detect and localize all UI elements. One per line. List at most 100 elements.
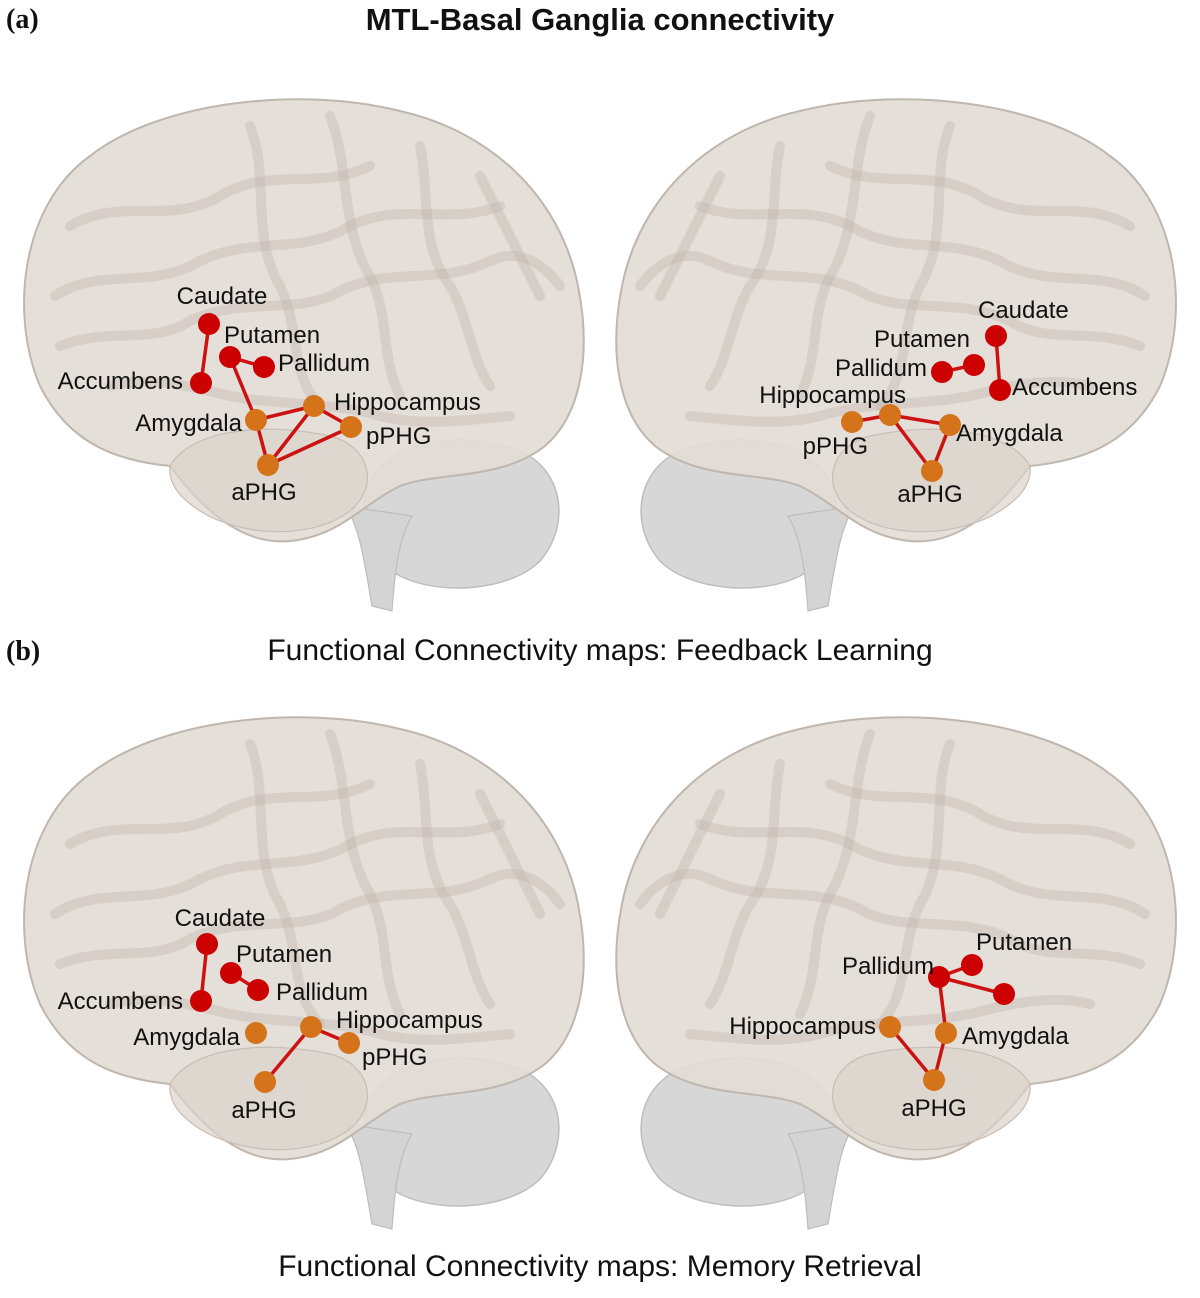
gyrus-fold xyxy=(695,819,1150,919)
brain-outline xyxy=(615,98,1177,612)
gyrus-fold xyxy=(705,141,785,391)
node-accumbens xyxy=(989,379,1011,401)
node-aphg xyxy=(257,454,279,476)
label-hippocampus: Hippocampus xyxy=(336,1007,483,1034)
edge-pphg-aphg xyxy=(267,425,352,467)
gyrus-fold xyxy=(875,739,955,1029)
node-accumbens xyxy=(993,983,1015,1005)
node-putamen xyxy=(219,346,241,368)
brain-outline xyxy=(23,98,585,612)
gyrus-fold xyxy=(795,729,875,1019)
label-putamen: Putamen xyxy=(224,322,320,349)
temporal-lobe-shape xyxy=(169,428,368,533)
label-putamen: Putamen xyxy=(976,929,1072,956)
gyrus-fold xyxy=(50,819,505,919)
edge-pallidum-accumbens xyxy=(938,975,1005,996)
label-amygdala: Amygdala xyxy=(135,410,242,437)
brain-outline xyxy=(615,716,1177,1230)
gyrus-fold xyxy=(635,250,1145,351)
label-accumbens: Accumbens xyxy=(58,988,183,1015)
gyrus-fold xyxy=(475,789,545,919)
label-pphg: pPHG xyxy=(803,433,868,460)
gyrus-fold xyxy=(245,121,325,411)
gyrus-fold xyxy=(245,739,325,1029)
label-pallidum: Pallidum xyxy=(276,979,368,1006)
panel-b-title: Functional Connectivity maps: Feedback L… xyxy=(267,634,933,667)
node-amygdala xyxy=(935,1022,957,1044)
gyrus-fold xyxy=(65,779,375,849)
brain-right-feedback: CaudatePutamenPallidumAccumbensHippocamp… xyxy=(615,98,1177,612)
node-amygdala xyxy=(939,414,961,436)
label-amygdala: Amygdala xyxy=(133,1024,240,1051)
label-putamen: Putamen xyxy=(236,941,332,968)
gyrus-fold xyxy=(825,779,1135,849)
label-hippocampus: Hippocampus xyxy=(334,389,481,416)
node-caudate xyxy=(985,325,1007,347)
node-aphg xyxy=(921,460,943,482)
label-pphg: pPHG xyxy=(362,1044,427,1071)
node-putamen xyxy=(961,954,983,976)
node-accumbens xyxy=(190,990,212,1012)
label-amygdala: Amygdala xyxy=(956,420,1063,447)
node-putamen xyxy=(963,354,985,376)
label-hippocampus: Hippocampus xyxy=(729,1013,876,1040)
edge-hippocampus-aphg xyxy=(263,1025,313,1084)
gyrus-fold xyxy=(825,161,1135,231)
temporal-lobe-shape xyxy=(169,1046,368,1151)
label-hippocampus: Hippocampus xyxy=(759,382,906,409)
node-pallidum xyxy=(928,966,950,988)
node-pphg xyxy=(841,411,863,433)
node-hippocampus xyxy=(300,1016,322,1038)
gyrus-fold xyxy=(325,111,405,401)
gyrus-fold xyxy=(685,376,1095,427)
node-aphg xyxy=(923,1069,945,1091)
node-accumbens xyxy=(190,372,212,394)
panel-c-title: Functional Connectivity maps: Memory Ret… xyxy=(278,1250,922,1283)
panel-a-letter: (a) xyxy=(6,4,39,35)
node-hippocampus xyxy=(303,395,325,417)
label-accumbens: Accumbens xyxy=(58,368,183,395)
label-aphg: aPHG xyxy=(231,479,296,506)
label-pallidum: Pallidum xyxy=(835,355,927,382)
node-caudate xyxy=(198,313,220,335)
label-aphg: aPHG xyxy=(901,1095,966,1122)
label-accumbens: Accumbens xyxy=(1012,374,1137,401)
gyrus-fold xyxy=(635,868,1145,969)
node-hippocampus xyxy=(879,404,901,426)
node-pallidum xyxy=(931,361,953,383)
edge-putamen-amygdala xyxy=(228,356,258,421)
gyrus-fold xyxy=(695,201,1150,301)
label-amygdala: Amygdala xyxy=(962,1023,1069,1050)
gyrus-fold xyxy=(55,868,565,969)
edge-hippocampus-aphg xyxy=(266,404,316,467)
brainstem-shape xyxy=(787,1123,857,1230)
edge-hippocampus-aphg xyxy=(888,413,934,473)
node-caudate xyxy=(196,933,218,955)
node-putamen xyxy=(220,962,242,984)
gyrus-fold xyxy=(875,121,955,411)
label-aphg: aPHG xyxy=(231,1097,296,1124)
gyrus-fold xyxy=(705,759,785,1009)
brain-outline xyxy=(23,716,585,1230)
label-caudate: Caudate xyxy=(978,297,1069,324)
node-pallidum xyxy=(253,356,275,378)
gyrus-fold xyxy=(475,171,545,301)
brainstem-shape xyxy=(343,505,413,612)
node-pphg xyxy=(338,1032,360,1054)
label-pphg: pPHG xyxy=(366,423,431,450)
gyrus-fold xyxy=(65,161,375,231)
gyrus-fold xyxy=(415,141,495,391)
gyrus-fold xyxy=(55,250,565,351)
gyrus-fold xyxy=(325,729,405,1019)
gyrus-fold xyxy=(655,171,725,301)
node-pphg xyxy=(340,416,362,438)
label-pallidum: Pallidum xyxy=(278,350,370,377)
brainstem-shape xyxy=(787,505,857,612)
gyrus-fold xyxy=(50,201,505,301)
label-caudate: Caudate xyxy=(177,283,268,310)
label-caudate: Caudate xyxy=(175,905,266,932)
label-pallidum: Pallidum xyxy=(842,953,934,980)
